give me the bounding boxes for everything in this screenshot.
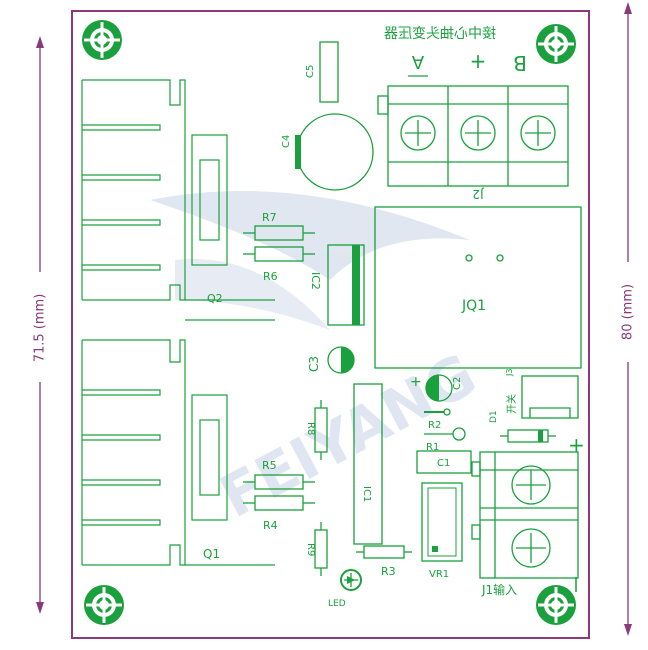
title-chinese: 接中心抽头变压器 [384,25,496,42]
resistor-r5 [243,474,315,490]
label-r4: R4 [263,519,278,532]
label-r6: R6 [263,270,278,283]
label-j3: J3 [505,369,514,377]
label-c3: C3 [307,356,321,372]
resistor-r3 [356,545,412,559]
capacitor-c2 [425,374,453,402]
relay-jq1 [374,206,582,369]
terminal-label-b: B [513,51,527,75]
dimension-left-label: 71.5 (mm) [33,294,48,363]
dimension-right-label: 80 (mm) [621,284,636,340]
label-q2: Q2 [207,292,223,305]
resistor-r7 [243,225,315,241]
resistor-r9 [314,522,328,576]
mounting-hole-top-left [82,20,122,60]
label-ic1: IC1 [361,486,372,502]
label-jq1: JQ1 [461,298,486,314]
heatsink-q1 [81,339,275,566]
regulator-ic2 [327,244,365,326]
resistor-r4 [243,495,315,511]
label-r8: R8 [305,422,316,435]
label-c2: C2 [452,377,463,390]
label-j2: J2 [472,187,484,201]
label-r9: R9 [305,543,316,556]
potentiometer-vr1 [421,482,463,562]
connector-j3 [521,375,579,419]
label-ic2: IC2 [309,272,322,290]
terminal-label-a: A [411,51,424,72]
label-c2-plus: + [410,374,422,390]
resistor-r2 [424,408,451,416]
terminal-block-j1 [471,451,579,579]
label-r1: R1 [426,442,439,453]
capacitor-c4 [295,113,374,191]
mounting-hole-bottom-left [84,585,124,625]
capacitor-c3 [327,346,355,374]
label-r3: R3 [381,565,396,578]
board-outline [71,10,590,639]
label-d1: D1 [489,410,499,423]
dimension-left: 71.5 (mm) [30,36,50,614]
resistor-r8 [314,400,328,460]
label-r5: R5 [262,459,277,472]
label-c1: C1 [437,458,450,469]
label-q1: Q1 [203,547,220,561]
heatsink-q2 [81,79,275,321]
chip-ic1 [353,383,383,545]
label-j1-plus: + [568,433,585,457]
capacitor-c5 [319,41,339,103]
capacitor-c1 [416,450,472,474]
label-led: LED [328,599,346,609]
resistor-r6 [243,246,315,262]
label-c4: C4 [281,135,292,148]
mounting-hole-top-right [536,24,576,64]
dimension-right: 80 (mm) [618,2,638,636]
resistor-r1 [424,427,466,441]
led [340,569,362,591]
label-r2: R2 [428,420,441,431]
terminal-block-j2 [377,85,569,187]
label-r7: R7 [262,211,277,224]
label-vr1: VR1 [429,569,449,580]
label-switch: 开关 [505,394,518,414]
mounting-hole-bottom-right [536,585,576,625]
terminal-label-plus: + [470,49,487,73]
diode-d1 [500,429,556,443]
label-c5: C5 [305,65,316,78]
label-j1: J1输入 [481,582,517,597]
